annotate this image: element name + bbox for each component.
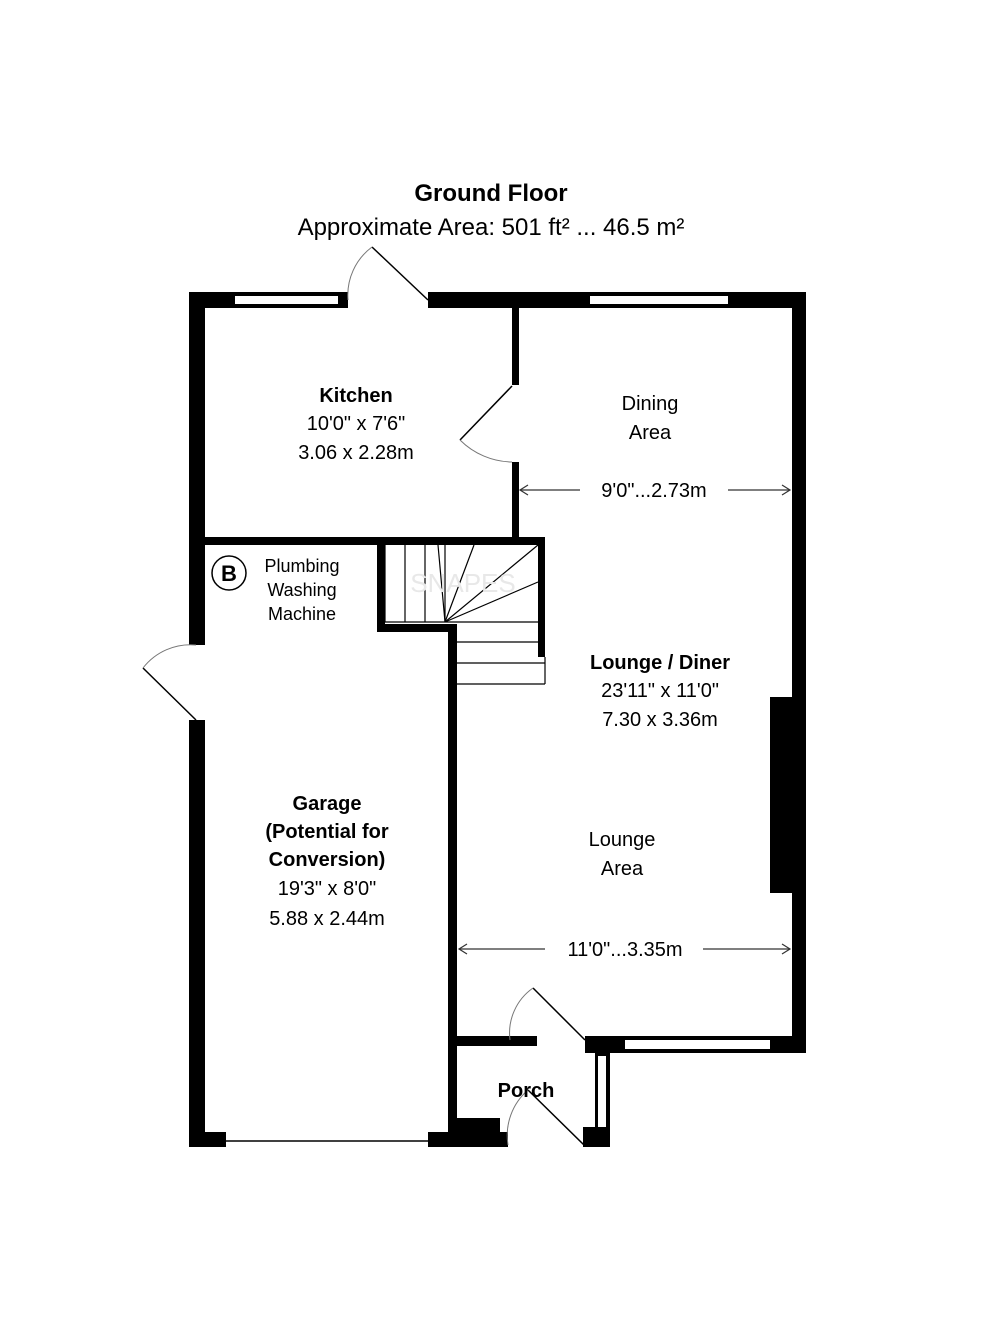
garage-side-door <box>142 667 197 721</box>
lounge-label-2: Area <box>601 858 644 880</box>
boiler-note-1: Plumbing <box>264 556 339 576</box>
boiler-note-3: Machine <box>268 604 336 624</box>
watermark-logo: SNAPES <box>410 568 516 598</box>
kitchen-metric: 3.06 x 2.28m <box>298 442 414 464</box>
lounge-dimension: 11'0"...3.35m <box>567 939 682 961</box>
dining-label-2: Area <box>629 422 672 444</box>
lounge-window <box>625 1040 770 1049</box>
floor-title: Ground Floor <box>414 180 567 207</box>
boiler-note-2: Washing <box>267 580 336 600</box>
lounge-door <box>532 987 586 1041</box>
porch-window <box>598 1056 606 1127</box>
garage-metric: 5.88 x 2.44m <box>269 908 385 930</box>
floor-area: Approximate Area: 501 ft² ... 46.5 m² <box>298 214 685 241</box>
doors <box>142 246 586 1146</box>
lounge-diner-imperial: 23'11" x 11'0" <box>601 680 719 702</box>
porch-label: Porch <box>498 1080 555 1102</box>
kitchen-label: Kitchen <box>319 385 392 407</box>
dining-dimension: 9'0"...2.73m <box>601 480 706 502</box>
walls <box>189 292 806 1147</box>
kitchen-internal-door <box>459 385 513 441</box>
boiler-symbol: B <box>221 561 237 586</box>
kitchen-window <box>235 296 338 304</box>
chimney-breast <box>770 697 792 893</box>
dining-window <box>590 296 728 304</box>
garage-label-3: Conversion) <box>269 849 386 871</box>
dining-label-1: Dining <box>622 393 679 415</box>
porch-front-door <box>527 1089 585 1146</box>
garage-label-2: (Potential for <box>265 821 389 843</box>
lounge-diner-label: Lounge / Diner <box>590 652 730 674</box>
lounge-diner-metric: 7.30 x 3.36m <box>602 709 718 731</box>
dining-dimension-arrow <box>518 484 792 496</box>
boiler-icon <box>211 555 247 591</box>
staircase <box>384 544 546 685</box>
lounge-label-1: Lounge <box>589 829 656 851</box>
kitchen-imperial: 10'0" x 7'6" <box>307 413 406 435</box>
lounge-dimension-arrow <box>457 943 792 955</box>
garage-label-1: Garage <box>293 793 362 815</box>
garage-imperial: 19'3" x 8'0" <box>278 878 377 900</box>
kitchen-back-door <box>371 246 429 301</box>
